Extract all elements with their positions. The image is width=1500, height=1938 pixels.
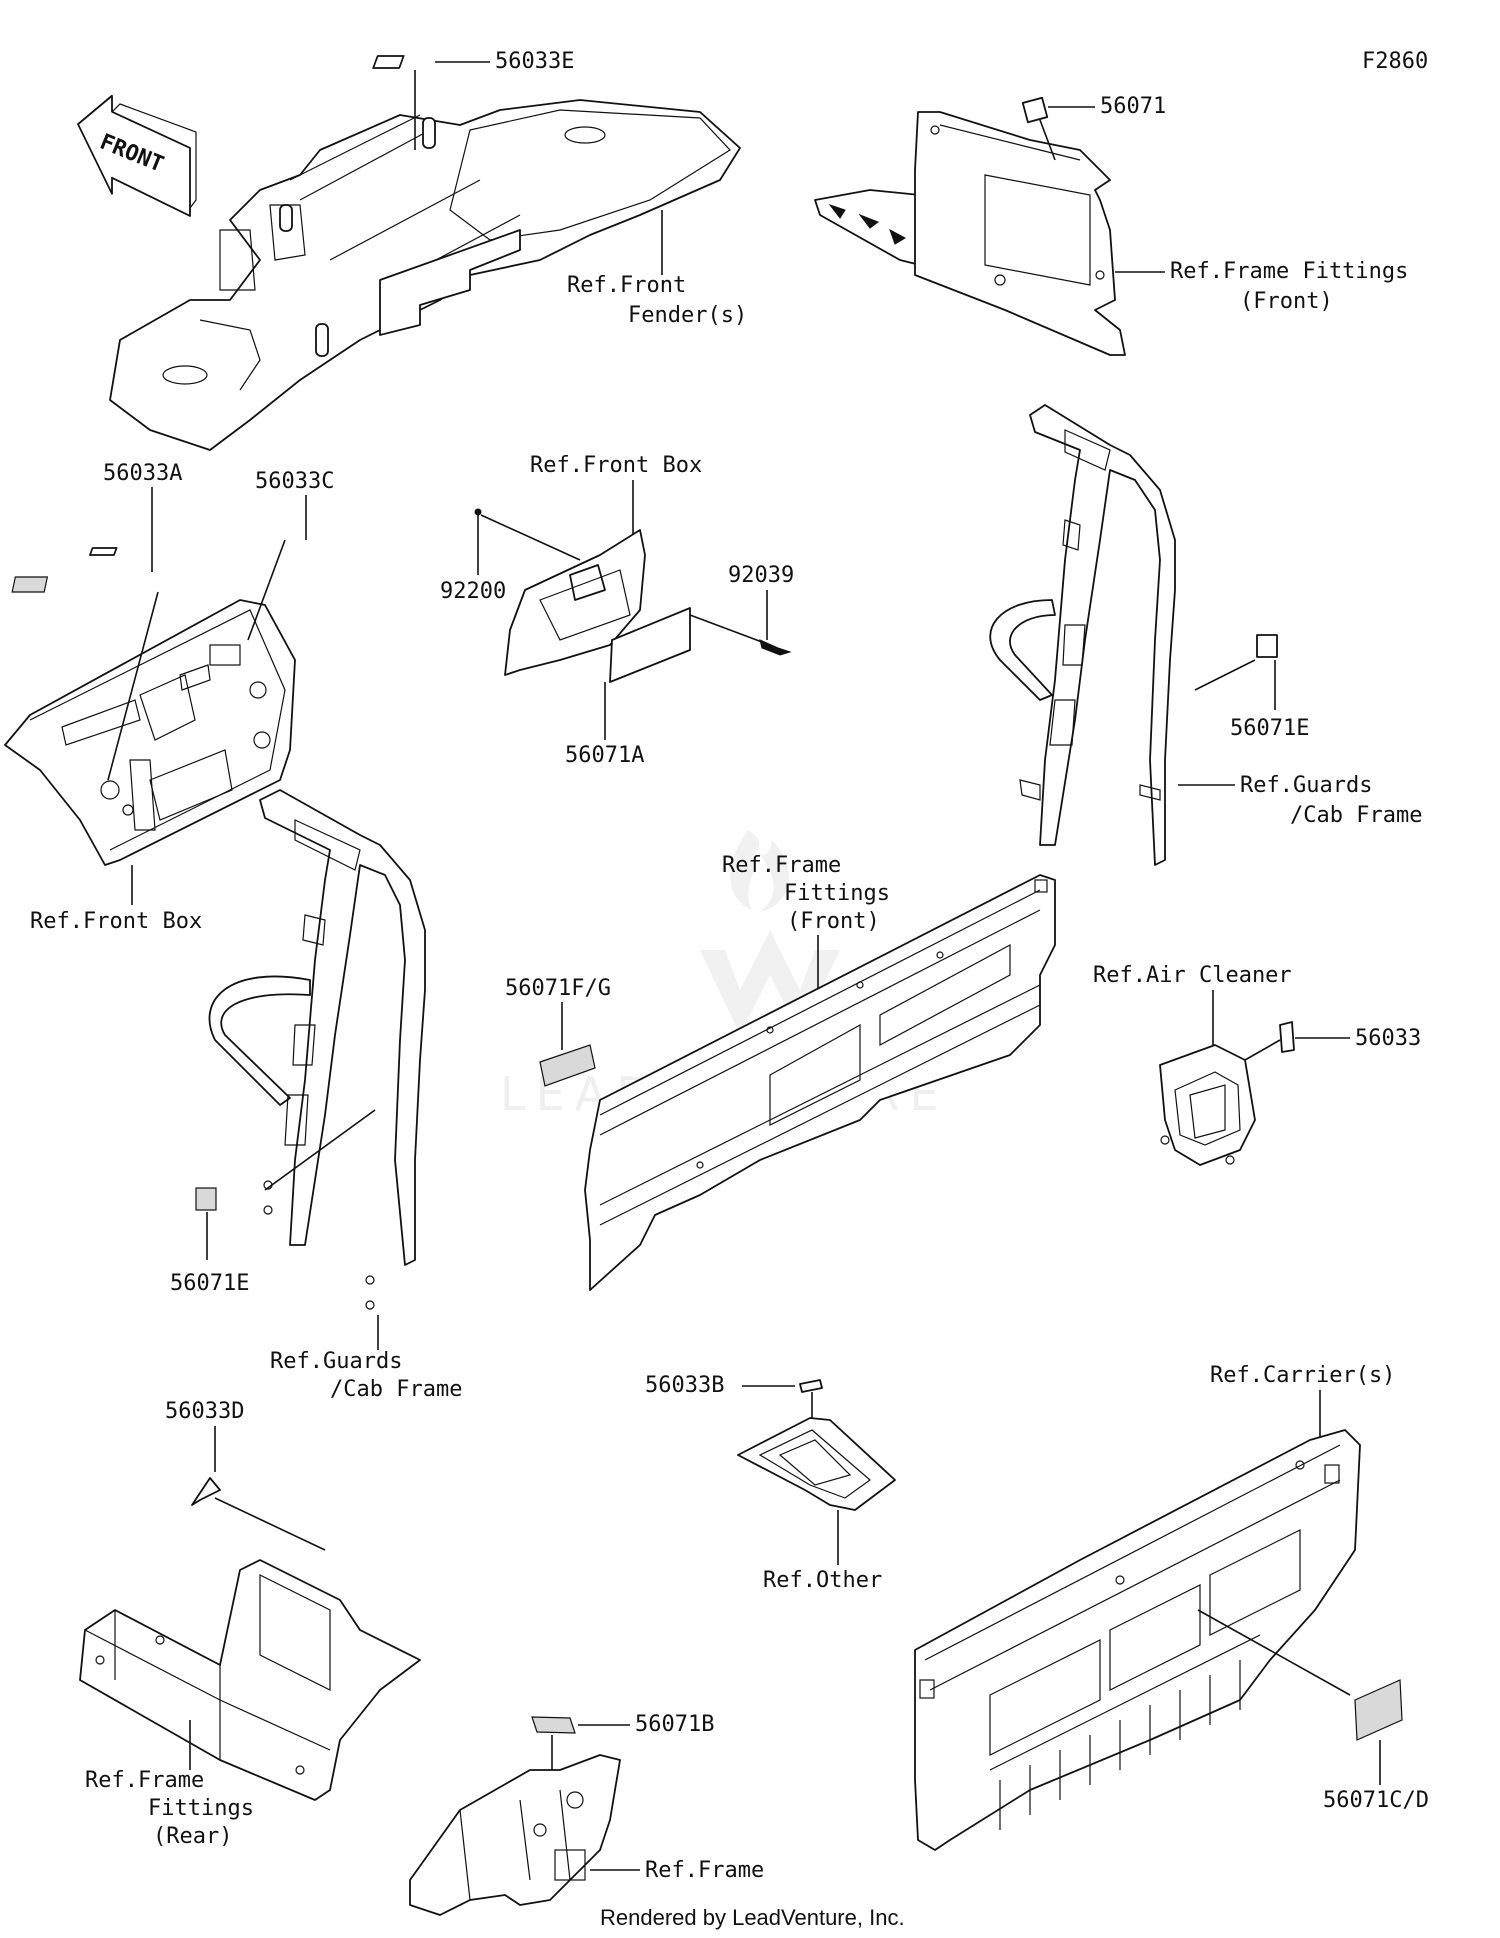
clip-92039	[759, 639, 792, 656]
sticker-56071B	[531, 1716, 576, 1734]
ref-guards-right-line2: /Cab Frame	[1290, 803, 1422, 828]
label-56033C: 56033C	[255, 469, 334, 494]
sticker-56071-top	[1021, 96, 1049, 124]
ref-guards-left-line2: /Cab Frame	[330, 1377, 462, 1402]
label-56071B: 56071B	[635, 1712, 714, 1737]
ref-front-fender-line1: Ref.Front	[567, 273, 686, 298]
sticker-56071E-left	[195, 1187, 217, 1211]
label-92200: 92200	[440, 579, 506, 604]
sticker-56033B	[799, 1379, 823, 1393]
ref-carrier: Ref.Carrier(s)	[1210, 1363, 1395, 1388]
label-92039: 92039	[728, 563, 794, 588]
ref-other: Ref.Other	[763, 1568, 882, 1593]
glove-box	[504, 529, 646, 676]
ref-frame-fittings-front-mid-line1: Ref.Frame	[722, 853, 841, 878]
sticker-56033A	[11, 576, 49, 593]
sticker-56033C	[89, 547, 118, 556]
front-fender-assembly	[109, 99, 741, 451]
ref-frame-fittings-rear-line3: (Rear)	[153, 1824, 232, 1849]
ref-front-fender-line2: Fender(s)	[628, 303, 747, 328]
watermark-flame-icon	[730, 830, 790, 912]
label-56033E: 56033E	[495, 49, 574, 74]
sticker-56033	[1279, 1021, 1295, 1053]
cab-frame-right	[989, 404, 1176, 866]
ref-guards-right-line1: Ref.Guards	[1240, 773, 1372, 798]
ref-frame-fittings-front-top-line2: (Front)	[1240, 289, 1333, 314]
ref-frame-fittings-front-mid-line2: Fittings	[784, 881, 890, 906]
diagram-code: F2860	[1362, 49, 1428, 74]
label-56071E-left: 56071E	[170, 1271, 249, 1296]
sticker-56071FG	[539, 1044, 596, 1087]
label-56033D: 56033D	[165, 1399, 244, 1424]
label-56071E-right: 56071E	[1230, 716, 1309, 741]
screw-92200	[474, 508, 482, 516]
cab-frame-left	[208, 789, 426, 1310]
label-56071FG: 56071F/G	[505, 976, 611, 1001]
ref-frame-fittings-rear-line2: Fittings	[148, 1796, 254, 1821]
label-56071-top: 56071	[1100, 94, 1166, 119]
other-cover	[737, 1417, 896, 1511]
ref-frame-fittings-front-top-line1: Ref.Frame Fittings	[1170, 259, 1408, 284]
air-cleaner	[1159, 1044, 1256, 1166]
sticker-56033D	[191, 1477, 221, 1506]
frame-fittings-front-top	[814, 111, 1126, 356]
ref-frame: Ref.Frame	[645, 1858, 764, 1883]
sticker-56071E-right	[1256, 634, 1278, 658]
front-arrow-icon: FRONT	[77, 94, 197, 217]
frame-fittings-front-panel	[584, 874, 1056, 1291]
ref-front-box-left: Ref.Front Box	[30, 909, 202, 934]
footer-credit: Rendered by LeadVenture, Inc.	[600, 1905, 905, 1930]
label-56071CD: 56071C/D	[1323, 1788, 1429, 1813]
label-56033A: 56033A	[103, 461, 182, 486]
front-box-panel	[4, 599, 296, 866]
frame-fittings-rear	[79, 1559, 421, 1801]
label-56033: 56033	[1355, 1026, 1421, 1051]
sticker-56071A	[609, 607, 691, 683]
ref-guards-left-line1: Ref.Guards	[270, 1349, 402, 1374]
ref-frame-fittings-rear-line1: Ref.Frame	[85, 1768, 204, 1793]
label-56071A: 56071A	[565, 743, 644, 768]
label-56033B: 56033B	[645, 1373, 724, 1398]
ref-air-cleaner: Ref.Air Cleaner	[1093, 963, 1292, 988]
frame-rear	[409, 1754, 621, 1916]
sticker-56071CD	[1354, 1679, 1403, 1741]
carrier-tailgate	[914, 1429, 1361, 1851]
ref-front-box-top: Ref.Front Box	[530, 453, 702, 478]
ref-frame-fittings-front-mid-line3: (Front)	[787, 909, 880, 934]
sticker-56033E	[372, 55, 405, 69]
